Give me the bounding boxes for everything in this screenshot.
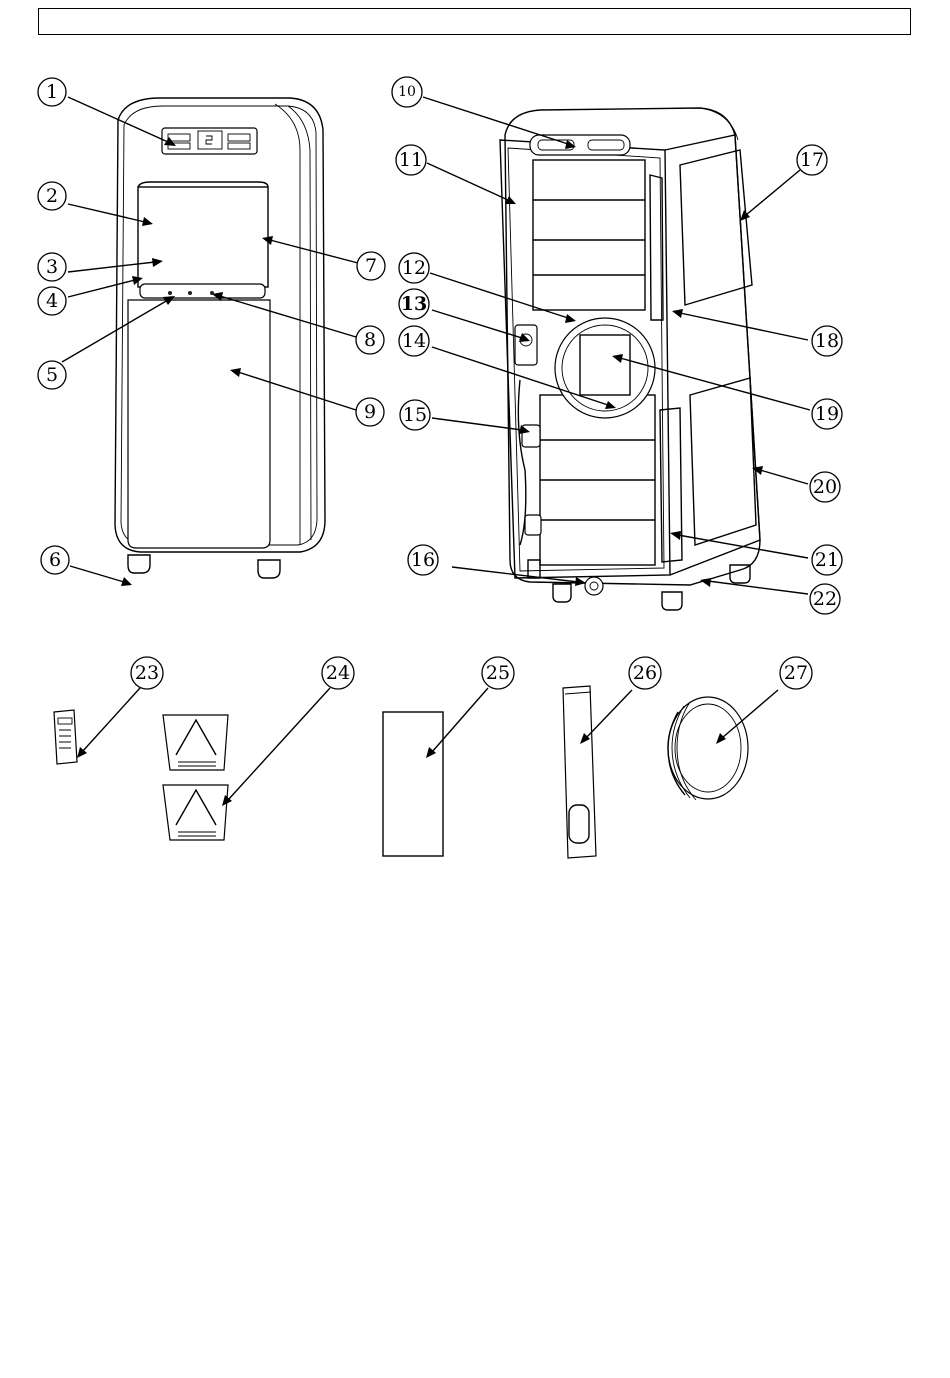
callout-label: 5 bbox=[46, 364, 58, 386]
callout-11: 11 bbox=[396, 145, 426, 175]
callout-21: 21 bbox=[812, 545, 842, 575]
callout-24: 24 bbox=[322, 657, 354, 689]
callout-14: 14 bbox=[399, 326, 429, 356]
callout-23: 23 bbox=[131, 657, 163, 689]
callout-label: 14 bbox=[402, 330, 426, 352]
callout-label: 23 bbox=[135, 662, 159, 684]
callout-label: 2 bbox=[46, 185, 58, 207]
callout-label: 4 bbox=[46, 290, 58, 312]
accessory-window-adapters-drawing bbox=[163, 715, 228, 840]
callout-label: 22 bbox=[813, 588, 837, 610]
callout-1: 1 bbox=[38, 78, 66, 106]
callout-label: 19 bbox=[815, 403, 839, 425]
accessory-filter-drawing bbox=[383, 712, 443, 856]
callout-label: 20 bbox=[813, 476, 837, 498]
callout-25: 25 bbox=[482, 657, 514, 689]
callout-17: 17 bbox=[797, 145, 827, 175]
callout-9: 9 bbox=[356, 398, 384, 426]
callout-label: 26 bbox=[633, 662, 657, 684]
callout-20: 20 bbox=[810, 472, 840, 502]
callout-label: 17 bbox=[800, 149, 824, 171]
callout-label: 21 bbox=[815, 549, 839, 571]
callout-5: 5 bbox=[38, 361, 66, 389]
callout-13: 13 bbox=[399, 289, 429, 319]
callout-15: 15 bbox=[400, 400, 430, 430]
callout-label: 12 bbox=[402, 257, 426, 279]
callout-10: 10 bbox=[392, 77, 422, 107]
callout-16: 16 bbox=[408, 545, 438, 575]
callout-18: 18 bbox=[812, 326, 842, 356]
callout-label: 10 bbox=[398, 84, 416, 100]
callout-label: 15 bbox=[403, 404, 427, 426]
callout-19: 19 bbox=[812, 399, 842, 429]
front-unit-drawing bbox=[115, 98, 325, 578]
callout-12: 12 bbox=[399, 253, 429, 283]
callout-22: 22 bbox=[810, 584, 840, 614]
callout-label: 16 bbox=[411, 549, 435, 571]
callout-6: 6 bbox=[41, 546, 69, 574]
callout-label: 27 bbox=[784, 662, 808, 684]
callout-label: 13 bbox=[401, 293, 427, 315]
callout-label: 11 bbox=[399, 149, 423, 171]
accessory-window-slider-drawing bbox=[563, 686, 596, 858]
callout-label: 3 bbox=[46, 256, 58, 278]
callout-label: 7 bbox=[365, 255, 377, 277]
callout-27: 27 bbox=[780, 657, 812, 689]
callout-26: 26 bbox=[629, 657, 661, 689]
callout-label: 18 bbox=[815, 330, 839, 352]
callout-label: 1 bbox=[46, 81, 58, 103]
callout-2: 2 bbox=[38, 182, 66, 210]
callout-label: 24 bbox=[326, 662, 350, 684]
callout-label: 25 bbox=[486, 662, 510, 684]
callout-3: 3 bbox=[38, 253, 66, 281]
rear-unit-drawing bbox=[500, 108, 760, 610]
accessory-remote-drawing bbox=[54, 710, 77, 764]
callout-4: 4 bbox=[38, 287, 66, 315]
callout-8: 8 bbox=[356, 326, 384, 354]
accessory-hose-adapter-drawing bbox=[668, 697, 748, 800]
callout-label: 9 bbox=[364, 401, 376, 423]
callout-label: 8 bbox=[364, 329, 376, 351]
callout-label: 6 bbox=[49, 549, 61, 571]
callout-7: 7 bbox=[357, 252, 385, 280]
